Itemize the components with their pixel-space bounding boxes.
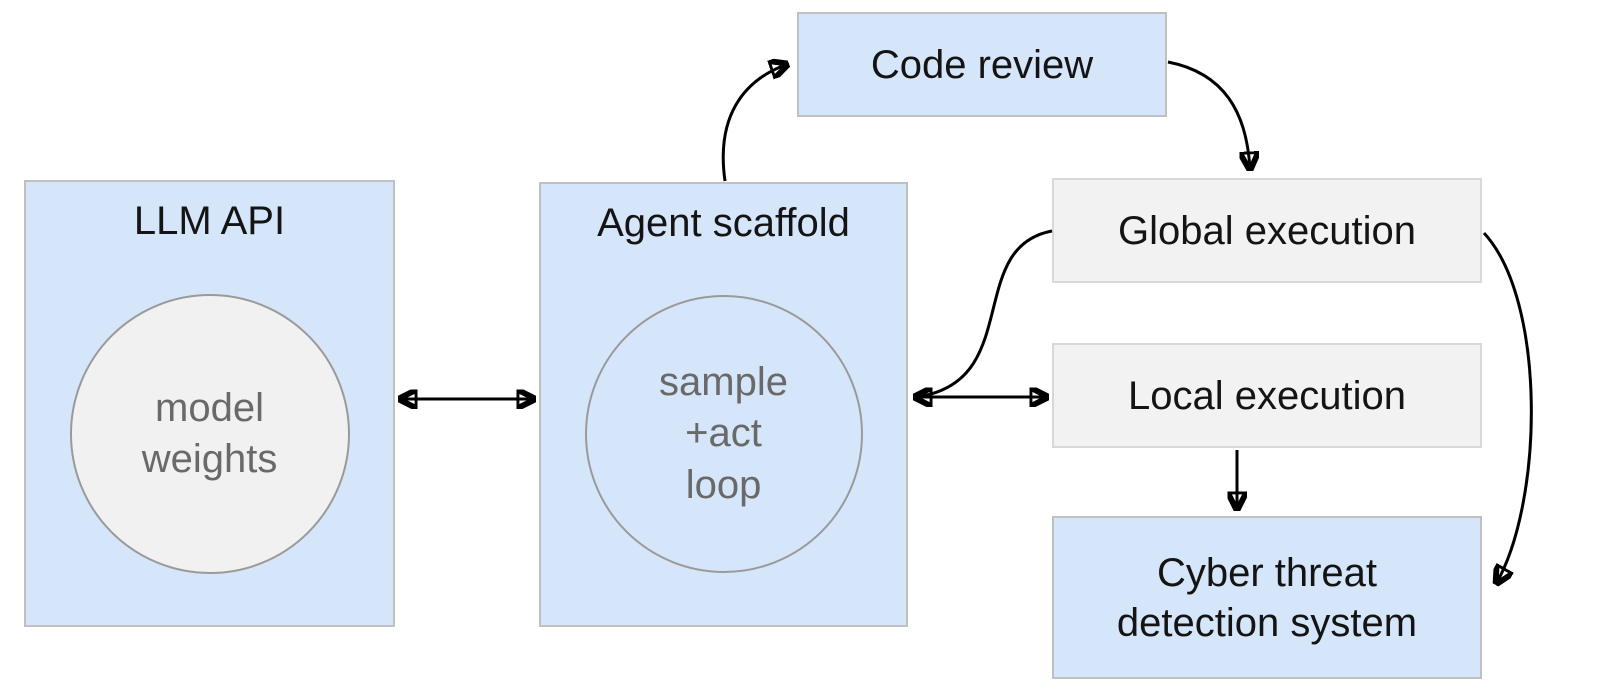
agent-scaffold-title: Agent scaffold — [597, 201, 850, 245]
code-review-node: Code review — [797, 12, 1167, 117]
local-execution-label: Local execution — [1128, 373, 1406, 418]
code-review-label: Code review — [870, 42, 1094, 87]
model-weights-circle: model weights — [69, 294, 350, 574]
arrow-global-to-cyber-threat — [1482, 231, 1533, 584]
sample-act-loop-line: loop — [685, 462, 762, 507]
cyber-threat-line: detection system — [1116, 600, 1418, 645]
global-execution-node: Global execution — [1052, 178, 1482, 283]
model-weights-line: weights — [141, 437, 278, 481]
arrow-agent-to-code-review — [721, 64, 788, 182]
local-execution-node: Local execution — [1052, 343, 1482, 448]
cyber-threat-line: Cyber threat — [1156, 550, 1378, 595]
arrow-code-review-to-global-execution — [1167, 60, 1250, 170]
sample-act-loop-line: sample — [659, 360, 788, 405]
global-execution-label: Global execution — [1118, 208, 1416, 253]
cyber-threat-detection-node: Cyber threat detection system — [1052, 516, 1482, 679]
sample-act-loop-line: +act — [685, 411, 762, 456]
llm-api-title: LLM API — [133, 199, 286, 243]
arrow-global-execution-to-agent — [921, 229, 1053, 398]
llm-api-node: LLM API model weights — [24, 180, 395, 627]
agent-scaffold-node: Agent scaffold sample +act loop — [539, 182, 908, 627]
model-weights-line: model — [155, 385, 264, 430]
sample-act-loop-circle: sample +act loop — [584, 295, 863, 573]
